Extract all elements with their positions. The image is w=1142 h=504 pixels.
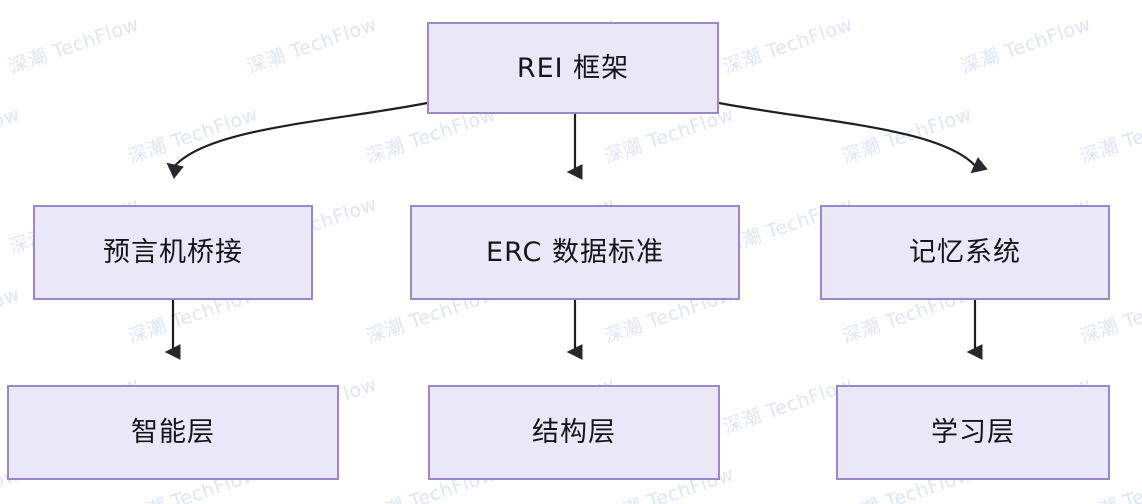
node-label: REI 框架 xyxy=(516,52,630,84)
node-label: 学习层 xyxy=(931,417,1015,448)
watermark-text: 深潮 TechFlow xyxy=(720,13,856,79)
node-intelligence-layer[interactable]: 智能层 xyxy=(7,385,339,480)
watermark-text: 深潮 TechFlow xyxy=(839,103,975,169)
node-label: 预言机桥接 xyxy=(103,237,243,268)
watermark-text: 深潮 TechFlow xyxy=(6,13,142,79)
node-label: 智能层 xyxy=(131,417,215,448)
node-oracle-bridge[interactable]: 预言机桥接 xyxy=(33,205,313,300)
watermark-text: 深潮 TechFlow xyxy=(0,103,23,168)
node-label: ERC 数据标准 xyxy=(486,237,664,268)
node-learning-layer[interactable]: 学习层 xyxy=(836,385,1110,480)
watermark-text: 深潮 TechFlow xyxy=(125,103,261,169)
node-structure-layer[interactable]: 结构层 xyxy=(428,385,720,480)
edge-root-to-oracle xyxy=(166,101,428,179)
watermark-text: 深潮 TechFlow xyxy=(244,13,380,79)
node-erc-data-standard[interactable]: ERC 数据标准 xyxy=(410,205,740,300)
node-memory-system[interactable]: 记忆系统 xyxy=(820,205,1110,300)
node-label: 结构层 xyxy=(532,417,616,448)
node-label: 记忆系统 xyxy=(909,237,1021,268)
node-rei-framework[interactable]: REI 框架 xyxy=(427,22,719,114)
watermark-text: 深潮 TechFlow xyxy=(1077,103,1142,169)
watermark-text: 深潮 TechFlow xyxy=(958,13,1094,79)
watermark-text: 深潮 TechFlow xyxy=(0,283,23,348)
edge-root-to-memory xyxy=(718,101,988,174)
